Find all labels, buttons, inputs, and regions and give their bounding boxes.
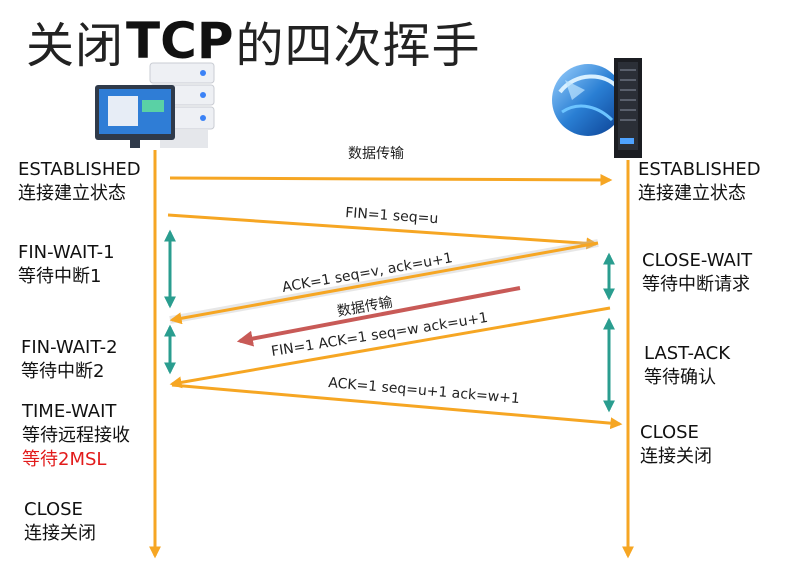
ack1-arrow — [169, 241, 599, 325]
state-name: CLOSE-WAIT — [642, 250, 753, 271]
state-name: CLOSE — [640, 422, 699, 443]
title-prefix: 关闭 — [26, 18, 125, 74]
title-highlight: TCP — [126, 12, 234, 70]
data-transfer-label-1: 数据传输 — [348, 146, 404, 162]
client-state-time-wait: TIME-WAIT 等待远程接收 等待2MSL — [22, 400, 130, 472]
computer-with-servers-icon — [95, 62, 215, 148]
state-desc: 等待确认 — [644, 367, 716, 388]
globe-server-icon — [552, 58, 642, 158]
server-state-close: CLOSE 连接关闭 — [640, 421, 712, 469]
server-state-last-ack: LAST-ACK 等待确认 — [644, 342, 730, 390]
fin1-arrow — [167, 213, 599, 250]
state-desc: 连接建立状态 — [18, 183, 126, 204]
client-state-fin-wait-2: FIN-WAIT-2 等待中断2 — [21, 336, 118, 384]
state-desc: 连接关闭 — [640, 446, 712, 467]
state-desc: 等待中断请求 — [642, 274, 750, 295]
server-state-established: ESTABLISHED 连接建立状态 — [638, 158, 761, 206]
state-name: CLOSE — [24, 499, 83, 520]
state-desc: 等待中断2 — [21, 361, 105, 382]
fin1-label: FIN=1 seq=u — [345, 205, 439, 227]
state-desc: 连接关闭 — [24, 523, 96, 544]
state-desc: 等待中断1 — [18, 266, 102, 287]
state-name: LAST-ACK — [644, 343, 730, 364]
client-state-fin-wait-1: FIN-WAIT-1 等待中断1 — [18, 241, 115, 289]
state-desc: 连接建立状态 — [638, 183, 746, 204]
fin2-arrow — [169, 306, 611, 389]
ack2-arrow — [171, 383, 623, 430]
server-state-close-wait: CLOSE-WAIT 等待中断请求 — [642, 249, 752, 297]
state-name: TIME-WAIT — [22, 401, 117, 422]
state-name: ESTABLISHED — [18, 159, 141, 180]
data-transfer-arrow-2 — [236, 286, 521, 347]
client-state-established: ESTABLISHED 连接建立状态 — [18, 158, 141, 206]
state-name: FIN-WAIT-1 — [18, 242, 115, 263]
state-note: 等待2MSL — [22, 449, 107, 470]
state-name: FIN-WAIT-2 — [21, 337, 118, 358]
state-desc: 等待远程接收 — [22, 425, 130, 446]
state-name: ESTABLISHED — [638, 159, 761, 180]
page-title: 关闭 TCP 的四次挥手 — [26, 6, 480, 76]
data-transfer-arrow-1 — [169, 173, 613, 186]
title-suffix: 的四次挥手 — [235, 18, 481, 74]
client-state-close: CLOSE 连接关闭 — [24, 498, 96, 546]
